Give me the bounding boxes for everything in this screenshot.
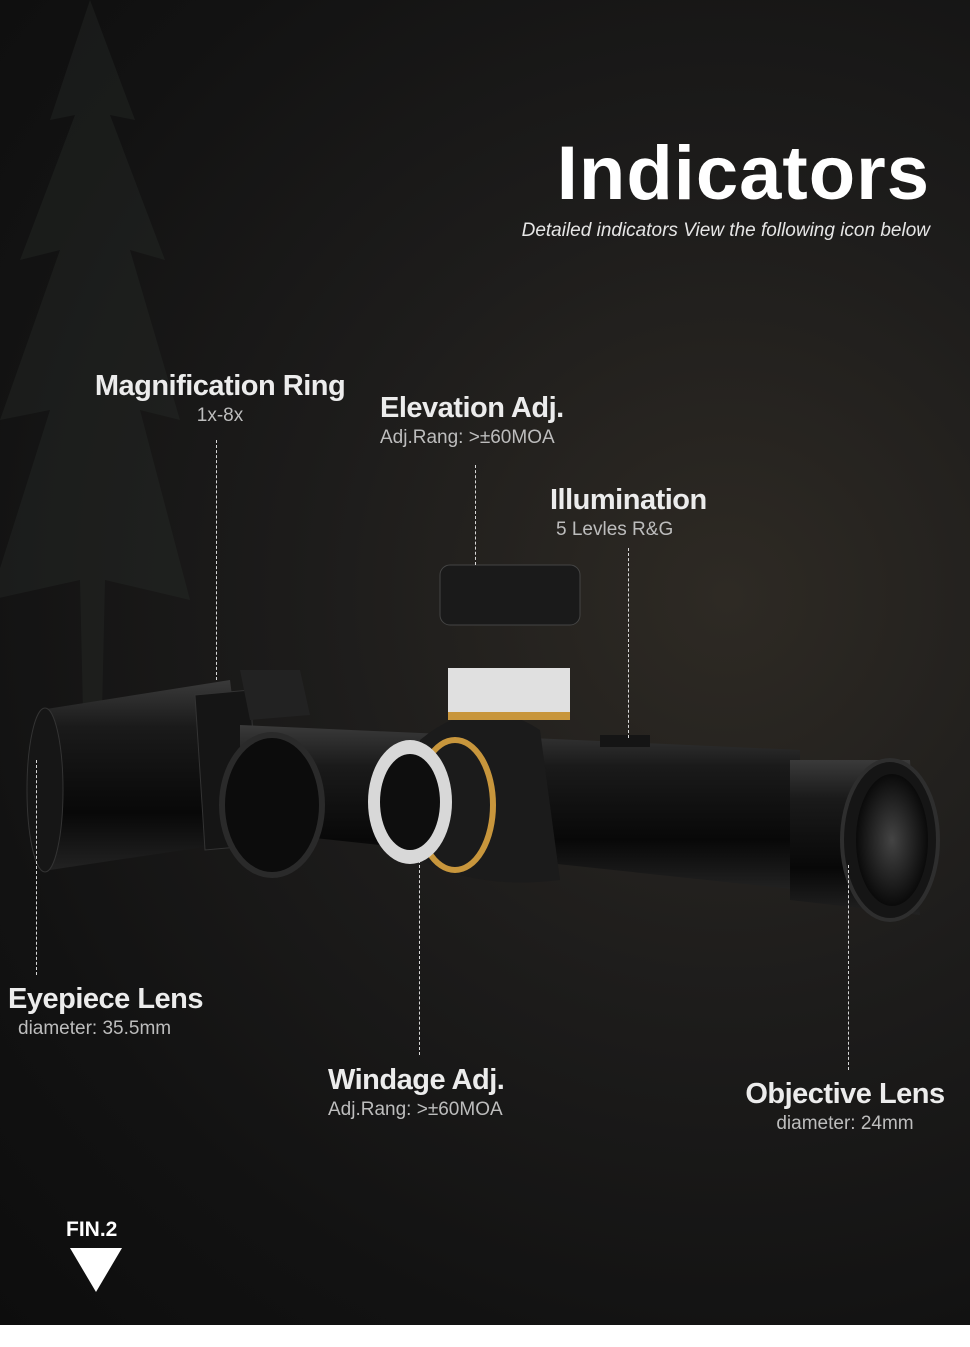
leader-line-eyepiece [36, 760, 37, 975]
callout-detail: diameter: 35.5mm [18, 1018, 172, 1039]
callout-detail: Adj.Rang: >±60MOA [328, 1099, 503, 1120]
leader-line-magnification [216, 440, 217, 680]
callout-magnification-ring: Magnification Ring 1x-8x [90, 370, 350, 427]
leader-line-elevation [475, 465, 476, 565]
callout-eyepiece-lens: Eyepiece Lens diameter: 35.5mm [8, 983, 204, 1040]
page-subtitle: Detailed indicators View the following i… [521, 220, 930, 241]
callout-windage-adj: Windage Adj. Adj.Rang: >±60MOA [328, 1064, 505, 1121]
callout-title: Eyepiece Lens [8, 983, 204, 1015]
callout-title: Objective Lens [745, 1078, 945, 1110]
figure-label: FIN.2 [66, 1218, 118, 1241]
page-title: Indicators [556, 131, 930, 216]
callout-illumination: Illumination 5 Levles R&G [550, 484, 707, 541]
callout-elevation-adj: Elevation Adj. Adj.Rang: >±60MOA [380, 392, 564, 449]
callout-title: Elevation Adj. [380, 392, 564, 424]
callout-title: Magnification Ring [94, 370, 346, 402]
callout-title: Windage Adj. [328, 1064, 505, 1096]
callout-detail: 5 Levles R&G [556, 519, 674, 540]
leader-line-illumination [628, 548, 629, 738]
callout-title: Illumination [550, 484, 707, 516]
tree-silhouette [0, 0, 190, 800]
callout-detail: diameter: 24mm [776, 1113, 914, 1134]
callout-detail: Adj.Rang: >±60MOA [380, 427, 555, 448]
down-triangle-icon [70, 1248, 122, 1292]
callout-detail: 1x-8x [196, 405, 244, 426]
leader-line-windage [419, 860, 420, 1055]
leader-line-objective [848, 865, 849, 1070]
callout-objective-lens: Objective Lens diameter: 24mm [740, 1078, 950, 1135]
rifle-scope-image [26, 564, 940, 922]
